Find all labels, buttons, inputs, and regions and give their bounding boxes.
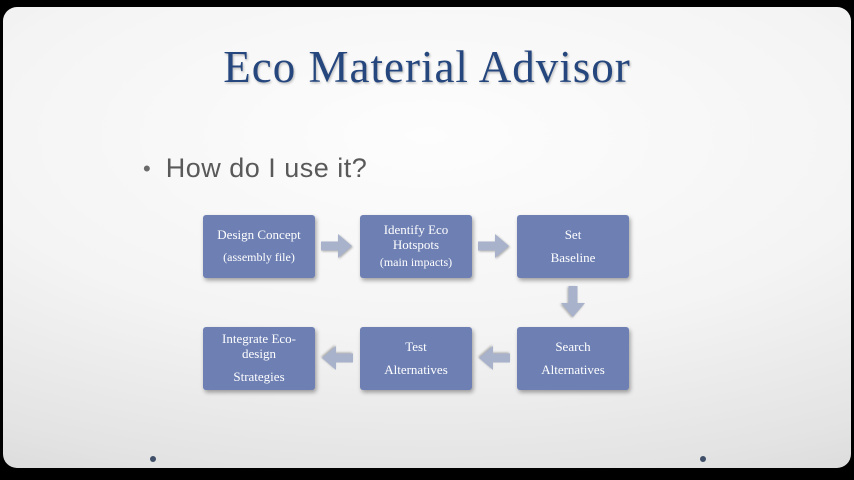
- flow-box-search-alternatives: Search Alternatives: [517, 327, 629, 390]
- flow-box-set-baseline: Set Baseline: [517, 215, 629, 278]
- flow-box-line: Search: [555, 338, 591, 354]
- footer-dot-left: [150, 456, 156, 462]
- flow-arrow-right-icon: [478, 234, 509, 258]
- flow-box-line: Identify Eco Hotspots: [383, 222, 449, 253]
- flow-box-line: Design Concept: [217, 227, 301, 243]
- flow-arrow-right-icon: [321, 234, 352, 258]
- flow-box-test-alternatives: Test Alternatives: [360, 327, 472, 390]
- footer-dot-right: [700, 456, 706, 462]
- flow-box-identify-hotspots: Identify Eco Hotspots (main impacts): [360, 215, 472, 278]
- slide-title: Eco Material Advisor: [223, 42, 631, 92]
- flow-box-integrate-strategies: Integrate Eco-design Strategies: [203, 327, 315, 390]
- flow-box-line: Baseline: [550, 249, 596, 265]
- flow-arrow-left-icon: [322, 346, 353, 370]
- flow-box-line: Test: [405, 338, 427, 354]
- flow-arrow-left-icon: [479, 346, 510, 370]
- flow-box-line: (assembly file): [223, 250, 295, 265]
- flow-box-line: Alternatives: [541, 361, 605, 377]
- flow-box-line: Strategies: [233, 368, 285, 384]
- flow-box-line: Integrate Eco-design: [222, 331, 296, 362]
- flow-box-line: Set: [564, 226, 582, 242]
- flow-box-line: (main impacts): [379, 255, 453, 270]
- flow-box-design-concept: Design Concept (assembly file): [203, 215, 315, 278]
- slide: Eco Material Advisor • How do I use it? …: [3, 7, 851, 468]
- bullet-row: • How do I use it?: [143, 153, 367, 184]
- flow-arrow-down-icon: [561, 286, 585, 317]
- bullet-text: How do I use it?: [165, 153, 368, 183]
- flow-box-line: Alternatives: [384, 361, 448, 377]
- bullet-icon: •: [143, 155, 151, 181]
